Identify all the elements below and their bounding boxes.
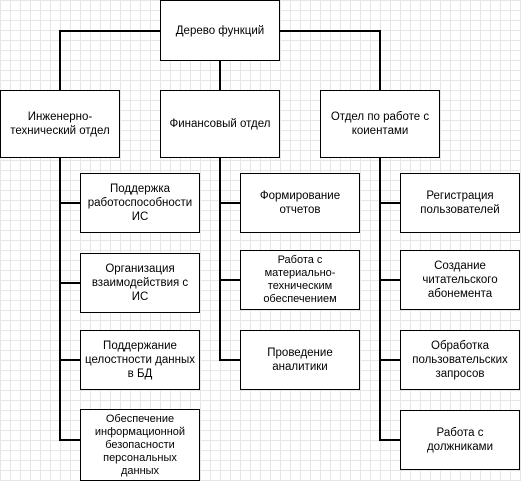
- department-label: Финансовый отдел: [169, 118, 271, 130]
- department-label: Инженерно-технический отдел: [10, 111, 110, 137]
- function-node[interactable]: Создание читательского абонемента: [400, 250, 520, 310]
- function-node[interactable]: Формирование отчетов: [240, 173, 360, 233]
- function-label: Поддержка работоспособности ИС: [87, 183, 193, 223]
- function-node[interactable]: Организация взаимодействия с ИС: [80, 253, 200, 313]
- function-node[interactable]: Работа с материально-техническим обеспеч…: [240, 250, 360, 310]
- department-label: Отдел по работе с коиентами: [330, 111, 430, 137]
- department-engineering[interactable]: Инженерно-технический отдел: [0, 90, 120, 158]
- function-label: Проведение аналитики: [267, 347, 333, 373]
- function-label: Формирование отчетов: [259, 190, 341, 216]
- function-label: Работа с материально-техническим обеспеч…: [263, 254, 337, 305]
- dept-1-connector: [59, 157, 81, 441]
- function-node[interactable]: Обработка пользовательских запросов: [400, 330, 520, 390]
- function-node[interactable]: Обеспечение информационной безопасности …: [80, 409, 200, 481]
- function-label: Работа с должниками: [426, 427, 494, 453]
- function-label: Обеспечение информационной безопасности …: [94, 412, 186, 477]
- function-label: Обработка пользовательских запросов: [412, 340, 508, 380]
- function-node[interactable]: Работа с должниками: [400, 410, 520, 470]
- function-node[interactable]: Проведение аналитики: [240, 330, 360, 390]
- root-node[interactable]: Дерево функций: [160, 0, 280, 61]
- dept-2-connector: [219, 157, 241, 361]
- function-label: Создание читательского абонемента: [422, 260, 498, 300]
- function-node[interactable]: Поддержание целостности данных в БД: [80, 330, 200, 390]
- function-label: Поддержание целостности данных в БД: [85, 340, 195, 380]
- root-label: Дерево функций: [175, 24, 265, 37]
- department-finance[interactable]: Финансовый отдел: [160, 90, 280, 158]
- function-label: Регистрация пользователей: [420, 190, 500, 216]
- department-clients[interactable]: Отдел по работе с коиентами: [320, 90, 440, 158]
- function-node[interactable]: Поддержка работоспособности ИС: [80, 173, 200, 233]
- dept-3-connector: [379, 157, 401, 441]
- function-node[interactable]: Регистрация пользователей: [400, 173, 520, 233]
- function-label: Организация взаимодействия с ИС: [91, 263, 189, 303]
